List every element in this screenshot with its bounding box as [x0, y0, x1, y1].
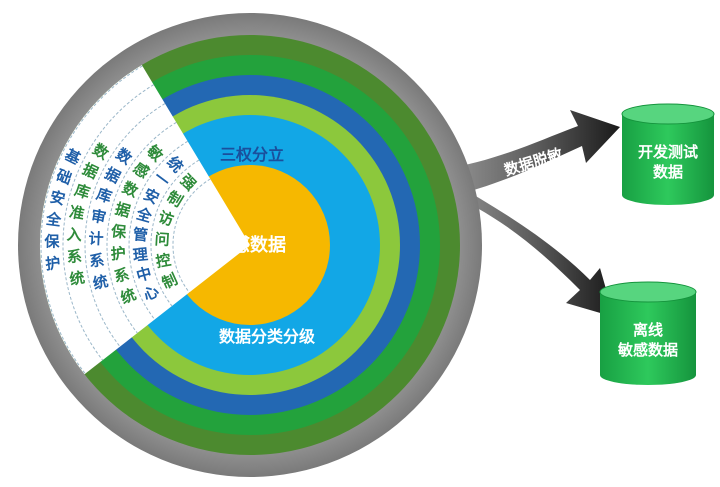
sector-divider — [150, 159, 200, 307]
arc-label-char: 中 — [134, 264, 153, 285]
arc-label-char: 统 — [68, 268, 86, 289]
masking-arrow — [440, 110, 620, 198]
dev-test-db — [621, 103, 715, 205]
offline-db-label: 离线 敏感数据 — [617, 321, 678, 359]
arc-labels: 基础安全保护数据库准入系统数据库审计系统敏感数据保护系统统一安全管理中心强制访问… — [43, 140, 199, 307]
arc-label-char: 护 — [110, 244, 126, 263]
arc-label-char: 安 — [141, 185, 162, 208]
arc-label-char: 理 — [132, 245, 149, 264]
arc-label-char: 统 — [118, 285, 139, 307]
arc-label-char: 据 — [80, 160, 101, 183]
arc-label-char: 安 — [48, 188, 67, 209]
arc-label-char: 系 — [112, 265, 131, 286]
arc-label-char: 库 — [94, 185, 114, 207]
arc-label-char: 保 — [109, 222, 128, 242]
sector-divider — [128, 140, 188, 320]
arc-label-char: 问 — [154, 230, 170, 249]
arc-label-char: 础 — [54, 166, 74, 188]
offline-db — [599, 281, 697, 385]
sector-divider — [62, 84, 154, 361]
arc-label-char: 系 — [88, 251, 105, 270]
arc-label-char: 审 — [90, 207, 108, 227]
sector-dividers — [40, 65, 211, 375]
arc-label-char: 系 — [66, 247, 82, 266]
arc-label-char: 全 — [44, 210, 63, 230]
dev-test-db-label: 开发测试 数据 — [637, 143, 698, 181]
arc-label-char: 护 — [45, 254, 62, 273]
classification-label: 数据分类分级 — [219, 327, 316, 346]
arc-label-char: 控 — [154, 251, 172, 271]
center-label: 敏感数据 — [213, 234, 286, 256]
arc-label-char: 管 — [132, 225, 149, 244]
arc-label-char: 全 — [133, 204, 154, 226]
arc-label-char: 库 — [72, 181, 92, 203]
arc-label-char: 访 — [156, 208, 176, 230]
measures-sector — [39, 65, 250, 375]
sector-divider — [172, 178, 211, 293]
sector-divider — [40, 65, 143, 375]
arc-label-char: 保 — [43, 233, 60, 251]
arc-label-char: 计 — [88, 230, 104, 249]
arc-label-char: 入 — [66, 225, 82, 244]
arc-label-char: 据 — [113, 200, 132, 221]
encrypt-label: 数据加密 — [502, 278, 560, 329]
separation-label: 三权分立 — [220, 145, 284, 164]
sector-divider — [106, 121, 177, 334]
arc-label-char: 心 — [140, 282, 161, 305]
arc-label-char: 准 — [68, 203, 86, 223]
arc-label-char: 据 — [102, 164, 124, 187]
arc-label-char: 统 — [91, 272, 110, 293]
arc-label-char: 制 — [159, 270, 180, 293]
